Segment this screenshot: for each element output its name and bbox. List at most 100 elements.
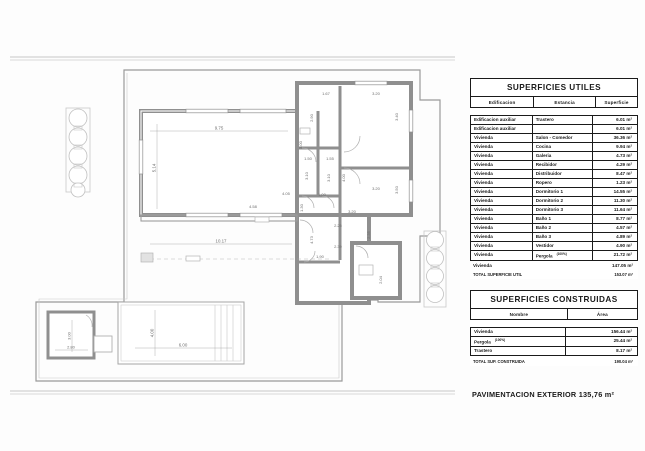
cell-edificacion: Vivienda	[471, 242, 533, 250]
swimming-pool	[117, 301, 245, 365]
construidas-total-row: TOTAL SUP. CONSTRUIDA 190.04 m²	[470, 356, 638, 365]
cell-edificacion: Vivienda	[471, 233, 533, 241]
utiles-title: SUPERFICIES UTILES	[471, 79, 637, 97]
dim-dist-k: 3.00	[298, 140, 303, 149]
cell-edificacion: Vivienda	[471, 197, 533, 205]
dim-dist-f: 2.35	[366, 230, 371, 239]
cell-edificacion: Vivienda	[471, 143, 533, 151]
cell-edificacion: Vivienda	[471, 215, 533, 223]
cell-estancia: Pergola(100%)	[533, 251, 593, 261]
cell-estancia-label: Pergola	[535, 253, 553, 259]
dim-corridor-dim: 4.00	[341, 173, 346, 182]
dim-hall-sub: 1.30	[299, 203, 304, 212]
dim-bath-width: 1.55	[326, 156, 335, 161]
table-row: Pergola(100%) 25.44 m²	[471, 337, 637, 348]
cell-nombre: Pergola(100%)	[471, 337, 566, 347]
cell-superficie: 11.30 m²	[613, 197, 632, 203]
dim-salon-height: 5.14	[152, 163, 157, 172]
table-superficies-construidas: SUPERFICIES CONSTRUIDAS Nombre Área Vivi…	[470, 290, 638, 366]
cell-estancia: Ropero	[533, 179, 593, 187]
construidas-title: SUPERFICIES CONSTRUIDAS	[471, 291, 637, 309]
dim-pool-width: 6.00	[179, 343, 188, 348]
cell-edificacion: Vivienda	[471, 134, 533, 142]
dim-dist-b: 2.39	[334, 244, 343, 249]
cell-estancia: Galeria	[533, 152, 593, 160]
table-row: Vivienda Dormitorio 3 11.64 m²	[471, 206, 637, 215]
cell-superficie: 6.01 m²	[616, 125, 632, 131]
cell-edificacion: Vivienda	[471, 170, 533, 178]
table-row: Vivienda Vestidor 4.90 m²	[471, 242, 637, 251]
cell-nombre: Trastero	[471, 347, 566, 356]
table-row: Vivienda Galeria 4.73 m²	[471, 152, 637, 161]
floor-plan-drawing: 9.75 5.14 10.17 6.00 4.00 2.80 3.00 1.67…	[10, 56, 455, 395]
table-row: Vivienda 156.44 m²	[471, 328, 637, 337]
dim-galeria-height: 2.90	[309, 113, 314, 122]
cell-estancia: Salon - Comedor	[533, 134, 593, 142]
construidas-rows: Vivienda 156.44 m² Pergola(100%) 25.44 m…	[470, 327, 638, 357]
table-row: Vivienda Dormitorio 2 11.30 m²	[471, 197, 637, 206]
dim-trastero-width: 2.80	[67, 345, 76, 350]
utiles-subtotal-label: Vivienda	[473, 262, 492, 268]
cell-nombre-label: Pergola	[474, 339, 491, 345]
construidas-header-area: Área	[596, 311, 608, 317]
cell-superficie: 6.01 m²	[616, 116, 632, 122]
dim-bed1-width: 3.20	[372, 91, 381, 96]
floor-plan-svg: 9.75 5.14 10.17 6.00 4.00 2.80 3.00 1.67…	[10, 56, 455, 395]
dim-dist-h: 3.20	[348, 209, 357, 214]
utiles-subtotal-value: 147.05 m²	[612, 262, 633, 268]
dim-cocina-width: 1.50	[304, 156, 313, 161]
utiles-header-superficie: Superficie	[604, 99, 629, 105]
cell-nombre-percent: (100%)	[494, 337, 506, 342]
construidas-total-value: 190.04 m²	[614, 358, 633, 364]
exterior-pavement-inner	[38, 73, 340, 379]
cell-superficie: 4.90 m²	[616, 242, 632, 248]
table-row: Vivienda Baño 2 4.57 m²	[471, 224, 637, 233]
table-row: Vivienda Ropero 1.23 m²	[471, 179, 637, 188]
cell-estancia: Baño 3	[533, 233, 593, 241]
construidas-header-row: Nombre Área	[471, 309, 637, 319]
cell-superficie: 4.29 m²	[616, 161, 632, 167]
cell-edificacion: Vivienda	[471, 251, 533, 261]
cell-estancia: Distribuidor	[533, 170, 593, 178]
dimension-annotations	[55, 124, 330, 356]
cell-edificacion: Vivienda	[471, 224, 533, 232]
table-superficies-utiles: SUPERFICIES UTILES Edificacion Estancia …	[470, 78, 638, 279]
utiles-total-value: 153.07 m²	[614, 272, 633, 278]
cell-superficie: 21.72 m²	[613, 251, 632, 257]
table-row: Vivienda Cocina 9.94 m²	[471, 143, 637, 152]
trastero-building	[46, 310, 113, 360]
cell-edificacion: Vivienda	[471, 161, 533, 169]
fixtures	[140, 127, 374, 276]
cell-estancia: Trastero	[533, 116, 593, 124]
utiles-total-row: TOTAL SUPERFICIE UTIL 153.07 m²	[470, 270, 638, 279]
table-row: Trastero 8.17 m²	[471, 347, 637, 356]
utiles-header-row: Edificacion Estancia Superficie	[471, 97, 637, 107]
dim-dist-a: 2.25	[334, 223, 343, 228]
cell-edificacion: Edificacion auxiliar	[471, 116, 533, 124]
cell-superficie: 14.55 m²	[613, 188, 632, 194]
construidas-header-nombre: Nombre	[471, 309, 568, 319]
cell-estancia: Vestidor	[533, 242, 593, 250]
cell-estancia: Cocina	[533, 143, 593, 151]
dim-cocina-height: 3.10	[304, 171, 309, 180]
dim-hall-width: 4.58	[249, 204, 258, 209]
dim-pool-height: 4.00	[150, 328, 155, 337]
cell-area: 25.44 m²	[613, 337, 632, 343]
cell-edificacion: Vivienda	[471, 188, 533, 196]
dim-bath-height: 3.10	[326, 173, 331, 182]
utiles-subtotal-row: Vivienda 147.05 m²	[470, 261, 638, 269]
cell-edificacion: Edificacion auxiliar	[471, 125, 533, 133]
table-row: Edificacion auxiliar 6.01 m²	[471, 125, 637, 134]
dim-bed2-width: 3.20	[372, 186, 381, 191]
dim-galeria-width: 1.67	[322, 91, 331, 96]
pavimentacion-exterior-note: PAVIMENTACION EXTERIOR 135,76 m²	[472, 390, 615, 399]
dim-dist-c: 1.90	[316, 254, 325, 259]
cell-estancia	[533, 125, 593, 133]
dim-bed1-height: 3.40	[394, 112, 399, 121]
door-swing-arcs	[299, 135, 369, 263]
dim-corridor: 1.00	[318, 192, 327, 197]
utiles-header-edificacion: Edificacion	[471, 97, 535, 107]
cell-estancia: Dormitorio 2	[533, 197, 593, 205]
table-row: Vivienda Pergola(100%) 21.72 m²	[471, 251, 637, 261]
table-row: Vivienda Baño 1 8.77 m²	[471, 215, 637, 224]
